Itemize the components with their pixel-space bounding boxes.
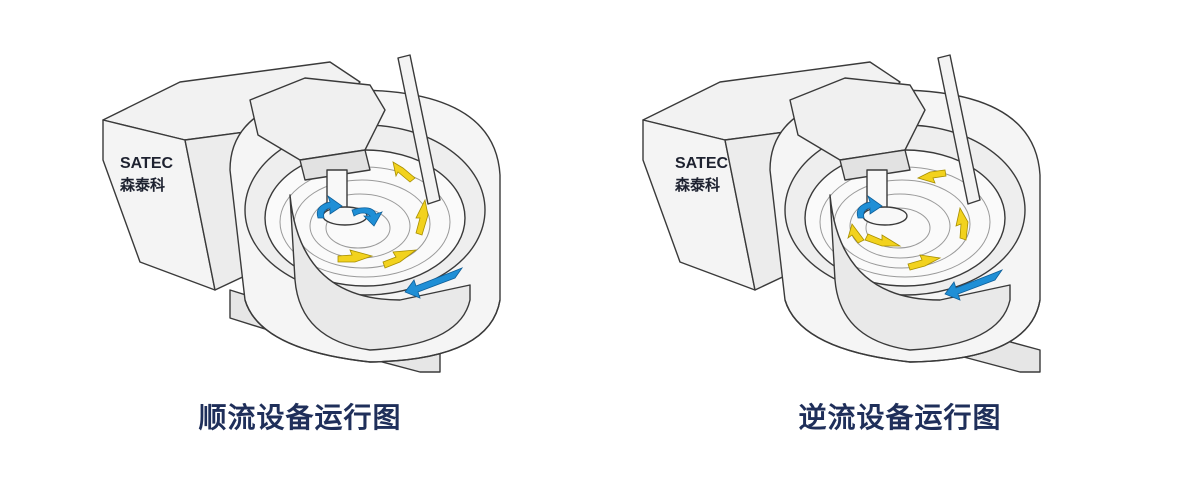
brand-chinese-text: 森泰科 xyxy=(120,176,165,194)
flow-arrow xyxy=(955,206,969,241)
machine-illustration-cocurrent: SATEC 森泰科 xyxy=(102,54,501,373)
flow-arrow xyxy=(864,233,902,247)
flow-arrow xyxy=(337,249,374,263)
brand-chinese-text: 森泰科 xyxy=(675,176,720,194)
panel-cocurrent: SATEC 森泰科 顺流设备运行图 xyxy=(102,54,501,434)
brand-logo-text: SATEC xyxy=(675,155,728,172)
flow-arrow xyxy=(392,161,416,183)
discharge-arrow xyxy=(944,269,1004,301)
rotation-arrows xyxy=(316,194,464,299)
flow-arrow xyxy=(415,198,429,236)
shaft-rotation-arrow xyxy=(856,194,883,219)
flow-arrow xyxy=(907,254,942,271)
flow-arrow xyxy=(382,249,418,269)
shaft-rotation-arrow xyxy=(316,194,343,219)
flow-arrow xyxy=(847,223,865,244)
caption-cocurrent: 顺流设备运行图 xyxy=(198,401,402,434)
flow-arrow xyxy=(916,169,947,184)
caption-countercurrent: 逆流设备运行图 xyxy=(798,401,1002,434)
panel-countercurrent: SATEC 森泰科 逆流设备运行图 xyxy=(600,0,1200,481)
machine-illustration-countercurrent: SATEC 森泰科 xyxy=(642,54,1041,373)
discharge-arrow xyxy=(404,267,464,299)
flow-arrows xyxy=(337,161,429,269)
brand-logo-text: SATEC xyxy=(120,155,173,172)
rotation-arrows xyxy=(856,194,1004,301)
flow-arrows xyxy=(847,169,969,271)
shaft-rotation-arrow xyxy=(351,207,383,227)
